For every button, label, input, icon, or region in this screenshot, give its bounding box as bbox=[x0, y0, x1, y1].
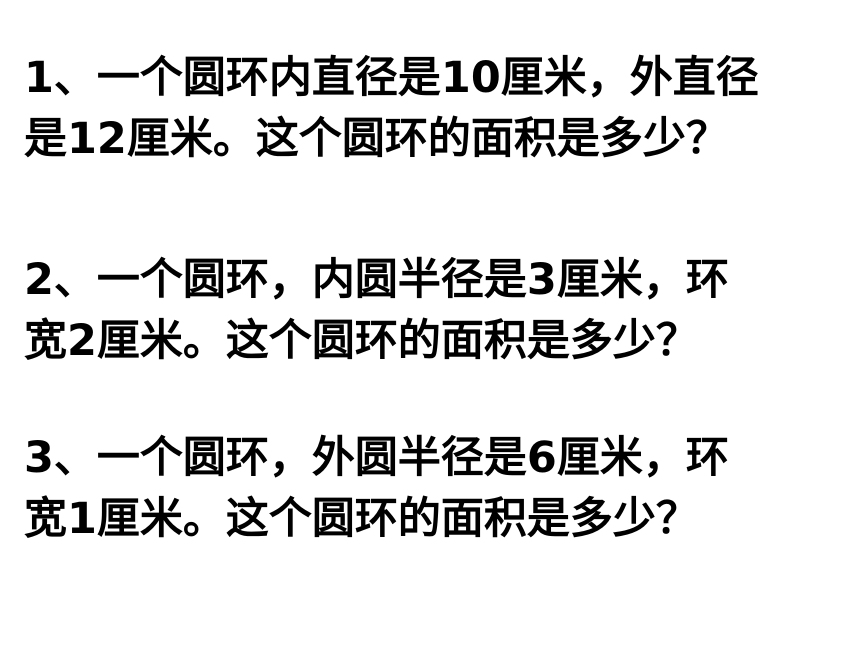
question-2: 2、一个圆环，内圆半径是3厘米，环 宽2厘米。这个圆环的面积是多少？ bbox=[24, 250, 836, 372]
question-3-line-2: 宽1厘米。这个圆环的面积是多少？ bbox=[24, 494, 699, 544]
question-1: 1、一个圆环内直径是10厘米，外直径 是12厘米。这个圆环的面积是多少？ bbox=[24, 48, 836, 170]
question-1-line-1: 1、一个圆环内直径是10厘米，外直径 bbox=[24, 53, 759, 103]
question-2-line-1: 2、一个圆环，内圆半径是3厘米，环 bbox=[24, 255, 729, 305]
question-2-line-2: 宽2厘米。这个圆环的面积是多少？ bbox=[24, 316, 699, 366]
question-3: 3、一个圆环，外圆半径是6厘米，环 宽1厘米。这个圆环的面积是多少？ bbox=[24, 428, 836, 550]
question-3-line-1: 3、一个圆环，外圆半径是6厘米，环 bbox=[24, 433, 729, 483]
question-1-line-2: 是12厘米。这个圆环的面积是多少？ bbox=[24, 114, 729, 164]
